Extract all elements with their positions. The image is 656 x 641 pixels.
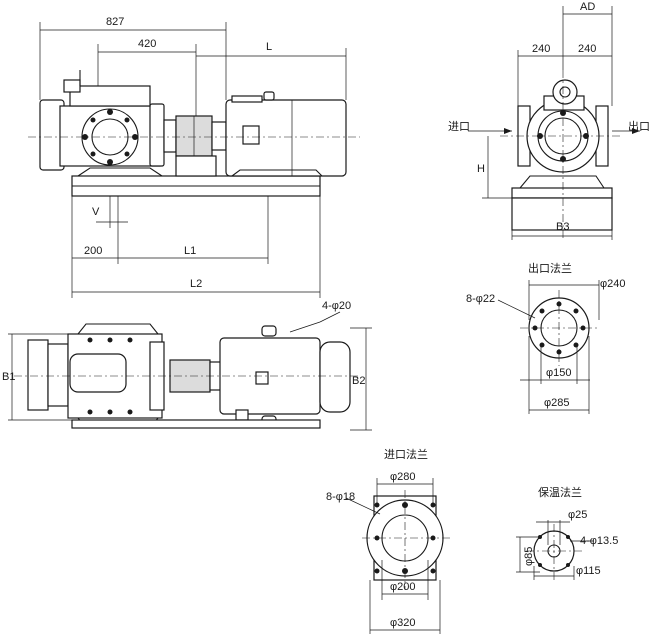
heating-flange-bolts: 4-φ13.5 xyxy=(580,535,618,547)
heating-flange-detail: 保温法兰 φ25 4-φ13.5 φ85 φ115 xyxy=(516,485,618,580)
dim-V: V xyxy=(92,206,100,218)
dim-L: L xyxy=(266,41,272,53)
dim-AD: AD xyxy=(580,1,595,13)
outlet-flange-bore: φ150 xyxy=(546,367,572,379)
front-view: 827 420 L V 200 L1 L2 xyxy=(28,16,360,298)
dim-240-left: 240 xyxy=(532,43,550,55)
dim-240-right: 240 xyxy=(578,43,596,55)
outlet-flange-pcd: φ285 xyxy=(544,397,570,409)
dim-B1: B1 xyxy=(2,371,15,383)
inlet-flange-od: φ280 xyxy=(390,471,416,483)
dim-4-phi20: 4-φ20 xyxy=(322,300,351,312)
inlet-label: 进口 xyxy=(448,120,470,133)
outlet-flange-detail: 出口法兰 8-φ22 φ240 φ150 φ285 xyxy=(466,261,626,414)
inlet-flange-bolts: 8-φ18 xyxy=(326,491,355,503)
outlet-flange-od: φ240 xyxy=(600,278,626,290)
outlet-label: 出口 xyxy=(628,119,650,133)
outlet-flange-bolts: 8-φ22 xyxy=(466,293,495,305)
heating-flange-od: φ115 xyxy=(576,565,601,577)
inlet-flange-title: 进口法兰 xyxy=(384,447,428,461)
dim-200: 200 xyxy=(84,245,102,257)
heating-flange-title: 保温法兰 xyxy=(538,485,582,499)
top-view: 4-φ20 B1 B2 xyxy=(2,300,372,431)
dim-420: 420 xyxy=(138,38,156,50)
dim-B3: B3 xyxy=(556,221,569,233)
side-view: 进口 出口 AD 240 240 H B3 xyxy=(448,1,650,240)
dim-L2: L2 xyxy=(190,278,202,290)
dim-B2: B2 xyxy=(352,375,365,387)
inlet-flange-bore: φ200 xyxy=(390,581,416,593)
heating-flange-pcd: φ85 xyxy=(523,547,535,566)
dim-H: H xyxy=(477,163,485,175)
dim-827: 827 xyxy=(106,16,124,28)
outlet-flange-title: 出口法兰 xyxy=(528,261,572,275)
inlet-flange-pcd: φ320 xyxy=(390,617,416,629)
inlet-flange-detail: 进口法兰 8-φ18 φ280 φ200 φ320 xyxy=(326,447,450,634)
dim-L1: L1 xyxy=(184,245,196,257)
heating-flange-bore: φ25 xyxy=(568,509,587,521)
